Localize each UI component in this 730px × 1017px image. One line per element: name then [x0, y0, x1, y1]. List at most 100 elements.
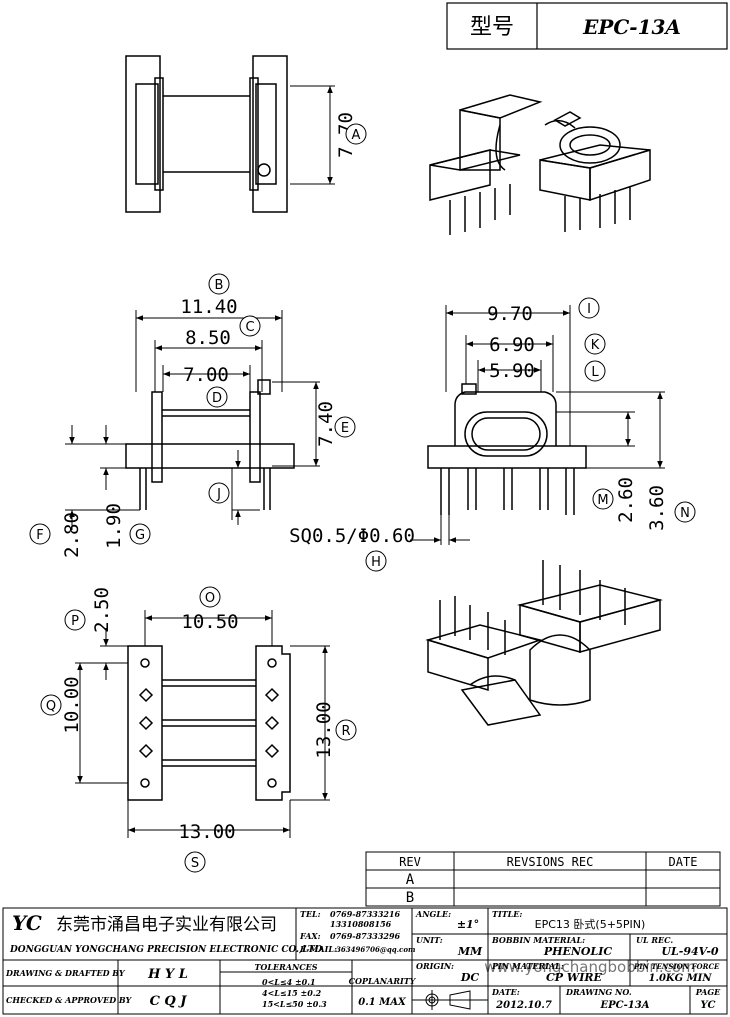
- model-header: [446, 2, 728, 50]
- callout-m: M: [597, 493, 608, 508]
- coplanarity-label: COPLANARITY: [349, 976, 417, 986]
- callout-p: P: [71, 614, 79, 629]
- tension-value: 1.0KG MIN: [649, 973, 713, 984]
- callout-a: A: [352, 128, 361, 143]
- email-label: E-MAIL:: [299, 944, 337, 954]
- checked-value: C Q J: [150, 994, 188, 1009]
- type-label: 型号: [470, 15, 514, 40]
- date-value: 2012.10.7: [495, 1000, 552, 1011]
- callout-k: K: [591, 338, 600, 353]
- title-value: EPC13 卧式(5+5PIN): [535, 918, 646, 931]
- dim-m-value: 2.60: [615, 477, 637, 523]
- company-logo: YC: [12, 911, 42, 935]
- callout-q: Q: [46, 699, 56, 714]
- email: 363496706@qq.com: [336, 945, 415, 954]
- ulrec-label: UL REC.: [636, 935, 673, 945]
- callout-o: O: [205, 591, 215, 606]
- revision-table: [365, 851, 721, 907]
- dim-r-value: 13.00: [313, 701, 335, 758]
- bobbin-value: PHENOLIC: [543, 945, 613, 958]
- unit-label: UNIT:: [416, 935, 443, 945]
- dim-p-value: 2.50: [91, 587, 113, 633]
- iso-view-top: [429, 94, 651, 235]
- dim-o-value: 10.50: [181, 611, 238, 633]
- tel-label: TEL:: [300, 909, 321, 919]
- dim-e-value: 7.40: [315, 401, 337, 447]
- tol-label: TOLERANCES: [254, 962, 317, 972]
- callout-e: E: [341, 421, 349, 436]
- callout-h: H: [371, 555, 381, 570]
- iso-view-bottom: [425, 560, 663, 726]
- dim-i-value: 9.70: [487, 303, 533, 325]
- front-view: [125, 379, 295, 510]
- page-label: PAGE: [695, 987, 721, 997]
- angle-label: ANGLE:: [415, 909, 451, 919]
- callout-circles: [29, 123, 696, 873]
- callout-f: F: [36, 528, 43, 543]
- callout-g: G: [135, 528, 145, 543]
- pin-value: CP WIRE: [546, 971, 602, 984]
- dim-i: [445, 305, 665, 469]
- ulrec-value: UL-94V-0: [661, 945, 719, 958]
- bottom-view: [127, 645, 291, 801]
- tol-1: 0<L≤4 ±0.1: [262, 977, 316, 987]
- origin-label: ORIGIN:: [416, 961, 454, 971]
- callout-l: L: [591, 365, 599, 380]
- date-label: DATE:: [491, 987, 520, 997]
- drawing-no-label: DRAWING NO.: [565, 987, 632, 997]
- company-name-en: DONGGUAN YONGCHANG PRECISION ELECTRONIC …: [9, 945, 322, 955]
- fax-label: FAX:: [299, 931, 321, 941]
- tel1: 0769-87333216: [330, 909, 401, 919]
- title-block: [2, 907, 728, 1015]
- drawing-no-value: EPC-13A: [600, 1000, 650, 1011]
- dim-h: [410, 515, 470, 545]
- callout-letters: A B C D E F G H I J K L M N O P Q R S: [36, 128, 690, 871]
- callout-n: N: [680, 506, 690, 521]
- callout-d: D: [212, 391, 222, 406]
- watermark: www.yongchangbobbin.com: [484, 958, 695, 976]
- coplanarity-value: 0.1 MAX: [358, 997, 407, 1008]
- rev-b: B: [406, 890, 414, 906]
- dim-h-value: SQ0.5/Φ0.60: [289, 525, 415, 547]
- checked-label: CHECKED & APPROVED BY: [6, 995, 133, 1005]
- tension-label: PIN TENSION FORCE: [633, 962, 720, 971]
- tel2: 13310808156: [330, 919, 392, 929]
- projection-symbol-icon: [422, 990, 471, 1010]
- callout-r: R: [341, 724, 350, 739]
- title-label: TITLE:: [492, 909, 522, 919]
- top-view: [125, 55, 288, 213]
- callout-i: I: [587, 302, 591, 317]
- origin-value: DC: [460, 971, 480, 984]
- rec-header: REVSIONS REC: [507, 855, 594, 869]
- dim-b-value: 11.40: [180, 296, 237, 318]
- drawn-label: DRAWING & DRAFTED BY: [5, 968, 126, 978]
- side-view: [427, 383, 587, 515]
- callout-b: B: [215, 278, 224, 293]
- dim-a: [290, 85, 335, 185]
- dim-d-value: 7.00: [183, 364, 229, 386]
- rev-a: A: [406, 872, 415, 888]
- dim-o: [75, 610, 330, 838]
- callout-s: S: [191, 856, 199, 871]
- bobbin-label: BOBBIN MATERIAL:: [491, 935, 585, 945]
- dim-q-value: 10.00: [61, 676, 83, 733]
- dim-b: [65, 310, 320, 530]
- callout-c: C: [245, 320, 254, 335]
- fax: 0769-87333296: [330, 931, 401, 941]
- unit-value: MM: [457, 945, 483, 958]
- dim-g-value: 1.90: [103, 503, 125, 549]
- rev-header: REV: [399, 855, 421, 869]
- pin-label: PIN MATERIAL:: [491, 961, 564, 971]
- dim-n-value: 3.60: [646, 485, 668, 531]
- company-name-cn: 东莞市涌昌电子实业有限公司: [56, 915, 277, 935]
- page-value: YC: [701, 1000, 716, 1011]
- dim-s-value: 13.00: [178, 821, 235, 843]
- dim-c-value: 8.50: [185, 327, 231, 349]
- callout-j: J: [216, 487, 221, 502]
- tol-2: 4<L≤15 ±0.2: [262, 988, 322, 998]
- tol-3: 15<L≤50 ±0.3: [262, 999, 327, 1009]
- drawn-value: H Y L: [147, 967, 188, 982]
- model-number: EPC-13A: [582, 15, 681, 39]
- dim-f-value: 2.80: [61, 512, 83, 558]
